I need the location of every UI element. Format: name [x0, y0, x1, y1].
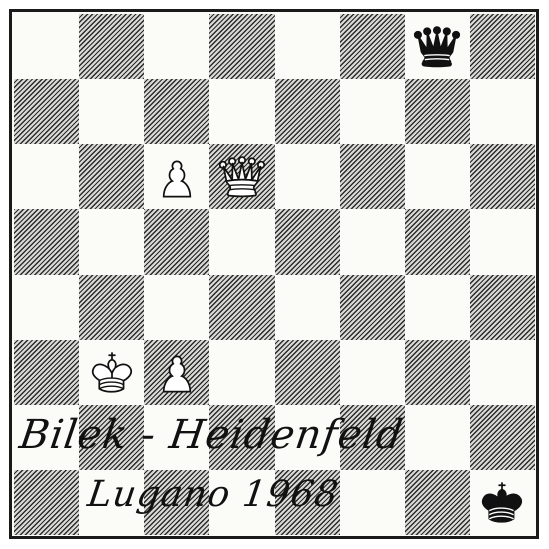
square-f8[interactable] — [340, 14, 405, 79]
square-e3[interactable] — [275, 340, 340, 405]
square-h4[interactable] — [470, 275, 535, 340]
square-f5[interactable] — [340, 209, 405, 274]
square-h5[interactable] — [470, 209, 535, 274]
square-b7[interactable] — [79, 79, 144, 144]
square-c7[interactable] — [144, 79, 209, 144]
square-e5[interactable] — [275, 209, 340, 274]
white-king-icon[interactable] — [86, 346, 138, 398]
square-a4[interactable] — [14, 275, 79, 340]
square-a7[interactable] — [14, 79, 79, 144]
square-c8[interactable] — [144, 14, 209, 79]
square-h3[interactable] — [470, 340, 535, 405]
square-a8[interactable] — [14, 14, 79, 79]
square-g3[interactable] — [405, 340, 470, 405]
square-g2[interactable] — [405, 405, 470, 470]
square-a5[interactable] — [14, 209, 79, 274]
square-c4[interactable] — [144, 275, 209, 340]
square-a3[interactable] — [14, 340, 79, 405]
square-g5[interactable] — [405, 209, 470, 274]
square-h1[interactable] — [470, 470, 535, 535]
game-players-caption: Bilek - Heidenfeld — [17, 412, 407, 458]
square-f1[interactable] — [340, 470, 405, 535]
square-d6[interactable] — [209, 144, 274, 209]
square-e7[interactable] — [275, 79, 340, 144]
square-b3[interactable] — [79, 340, 144, 405]
black-queen-icon[interactable] — [411, 21, 463, 73]
square-b6[interactable] — [79, 144, 144, 209]
square-f6[interactable] — [340, 144, 405, 209]
black-king-icon[interactable] — [476, 476, 528, 528]
square-g8[interactable] — [405, 14, 470, 79]
square-a1[interactable] — [14, 470, 79, 535]
square-d7[interactable] — [209, 79, 274, 144]
square-d8[interactable] — [209, 14, 274, 79]
white-queen-icon[interactable] — [216, 151, 268, 203]
square-f3[interactable] — [340, 340, 405, 405]
square-b5[interactable] — [79, 209, 144, 274]
square-h6[interactable] — [470, 144, 535, 209]
square-d3[interactable] — [209, 340, 274, 405]
white-pawn-icon[interactable] — [151, 346, 203, 398]
square-g1[interactable] — [405, 470, 470, 535]
square-d4[interactable] — [209, 275, 274, 340]
square-e4[interactable] — [275, 275, 340, 340]
game-event-caption: Lugano 1968 — [85, 474, 341, 515]
square-f4[interactable] — [340, 275, 405, 340]
square-a6[interactable] — [14, 144, 79, 209]
square-e6[interactable] — [275, 144, 340, 209]
square-c6[interactable] — [144, 144, 209, 209]
square-b4[interactable] — [79, 275, 144, 340]
square-b8[interactable] — [79, 14, 144, 79]
square-c3[interactable] — [144, 340, 209, 405]
square-g6[interactable] — [405, 144, 470, 209]
square-d5[interactable] — [209, 209, 274, 274]
square-f7[interactable] — [340, 79, 405, 144]
square-h2[interactable] — [470, 405, 535, 470]
square-h7[interactable] — [470, 79, 535, 144]
square-c5[interactable] — [144, 209, 209, 274]
square-g4[interactable] — [405, 275, 470, 340]
white-pawn-icon[interactable] — [151, 151, 203, 203]
square-g7[interactable] — [405, 79, 470, 144]
square-h8[interactable] — [470, 14, 535, 79]
square-e8[interactable] — [275, 14, 340, 79]
